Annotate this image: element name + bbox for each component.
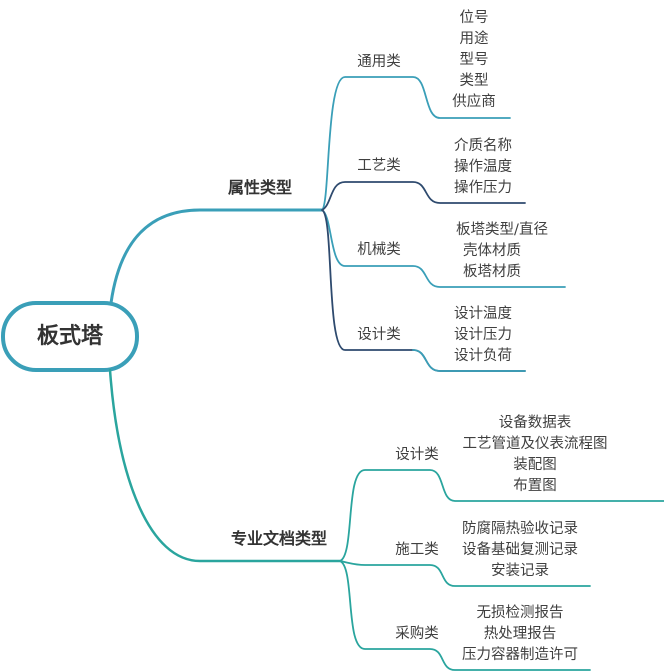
sub-connector	[339, 560, 591, 587]
leaf[interactable]: 类型	[459, 72, 489, 89]
leaf[interactable]: 工艺管道及仪表流程图	[462, 435, 608, 452]
sub-connector	[339, 469, 664, 562]
leaf[interactable]: 设备基础复测记录	[462, 541, 578, 558]
leaf[interactable]: 操作温度	[454, 158, 512, 175]
leaf[interactable]: 防腐隔热验收记录	[462, 520, 578, 537]
leaf[interactable]: 压力容器制造许可	[462, 646, 578, 663]
leaf[interactable]: 用途	[459, 30, 489, 47]
leaf[interactable]: 设计温度	[454, 305, 512, 322]
node-mechanical[interactable]: 机械类	[357, 241, 401, 258]
branch-connector-attr	[109, 208, 324, 305]
node-general[interactable]: 通用类	[357, 53, 401, 70]
leaf[interactable]: 壳体材质	[463, 242, 521, 259]
branch-connector-docs	[108, 368, 342, 563]
leaf[interactable]: 设计负荷	[454, 347, 512, 364]
node-doc-design[interactable]: 设计类	[395, 446, 439, 463]
leaf[interactable]: 操作压力	[454, 179, 512, 196]
leaf[interactable]: 板塔材质	[463, 263, 521, 280]
branch-attribute-types[interactable]: 属性类型	[227, 178, 293, 197]
leaf[interactable]: 介质名称	[454, 137, 512, 154]
sub-connector	[339, 560, 591, 671]
node-construction[interactable]: 施工类	[395, 541, 439, 558]
leaf[interactable]: 无损检测报告	[476, 604, 564, 621]
root-node[interactable]: 板式塔	[36, 324, 104, 349]
root-node-border	[1, 301, 139, 372]
leaf[interactable]: 型号	[459, 51, 489, 68]
leaf[interactable]: 位号	[459, 9, 489, 26]
leaf[interactable]: 安装记录	[491, 562, 549, 579]
leaf[interactable]: 布置图	[513, 477, 557, 494]
leaf[interactable]: 装配图	[513, 456, 557, 473]
node-process[interactable]: 工艺类	[357, 157, 401, 174]
leaf[interactable]: 供应商	[452, 93, 496, 110]
leaf[interactable]: 设计压力	[454, 326, 512, 343]
sub-connector	[321, 209, 566, 288]
node-procurement[interactable]: 采购类	[395, 625, 439, 642]
branch-document-types[interactable]: 专业文档类型	[230, 529, 328, 548]
sub-connector-fix	[412, 349, 526, 372]
leaf[interactable]: 板塔类型/直径	[456, 221, 548, 238]
sub-connector	[321, 181, 526, 211]
leaf[interactable]: 设备数据表	[498, 414, 572, 431]
leaf[interactable]: 热处理报告	[483, 625, 557, 642]
sub-connector	[321, 76, 511, 211]
node-design[interactable]: 设计类	[357, 326, 401, 343]
